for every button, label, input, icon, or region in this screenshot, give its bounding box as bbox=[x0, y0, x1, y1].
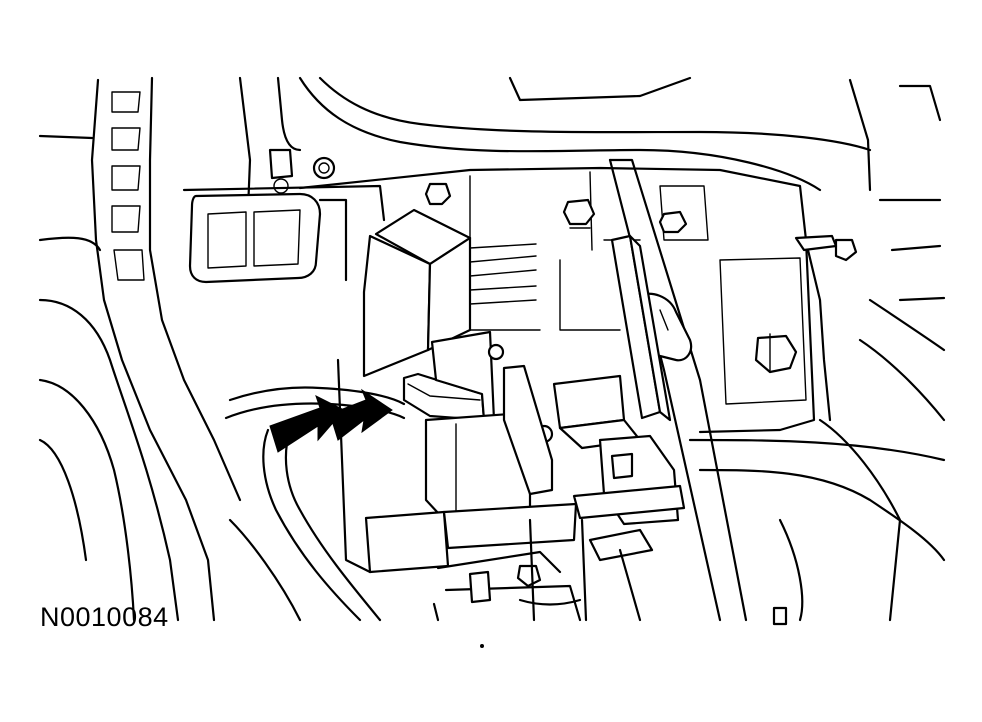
bolt-upper-left bbox=[312, 156, 336, 180]
lower-right-housing bbox=[688, 298, 946, 626]
module-housing bbox=[362, 208, 537, 378]
bolt-large-right bbox=[754, 333, 798, 374]
solenoid-block-center bbox=[502, 364, 642, 496]
lever-bracket bbox=[610, 234, 838, 422]
lower-plate bbox=[336, 358, 582, 622]
solenoid-block-right bbox=[572, 434, 686, 526]
bolt-center bbox=[562, 198, 596, 229]
left-frame-rail bbox=[90, 76, 242, 622]
connector-bracket bbox=[402, 330, 505, 422]
figure-id-label: N0010084 bbox=[40, 602, 169, 632]
lower-shaft bbox=[528, 518, 654, 622]
top-housing bbox=[238, 76, 946, 422]
mount-bracket bbox=[182, 184, 386, 284]
indicator-arrow-right bbox=[329, 388, 393, 441]
bolt-far-right bbox=[834, 238, 858, 262]
stud-left bbox=[268, 148, 294, 194]
bolt-upper-center bbox=[424, 182, 452, 206]
left-tube-outline bbox=[38, 134, 180, 622]
indicator-arrow-left bbox=[269, 395, 345, 453]
bolt-right bbox=[658, 210, 688, 234]
stray-mark bbox=[480, 644, 484, 648]
